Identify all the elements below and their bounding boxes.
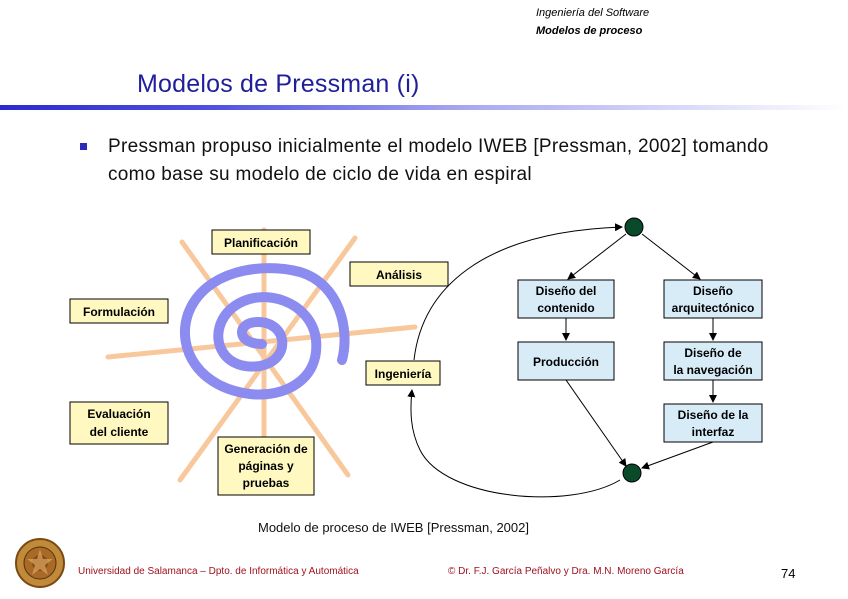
label-evaluacion-2: del cliente	[90, 425, 149, 439]
box-evaluacion: Evaluación del cliente	[70, 402, 168, 444]
box-diseno-contenido: Diseño del contenido	[518, 280, 614, 318]
box-diseno-arquitectonico: Diseño arquitectónico	[664, 280, 762, 318]
footer-university: Universidad de Salamanca – Dpto. de Info…	[78, 566, 359, 577]
diagram-caption: Modelo de proceso de IWEB [Pressman, 200…	[258, 520, 529, 535]
label-navegacion-2: la navegación	[673, 363, 752, 377]
label-interfaz-2: interfaz	[692, 425, 735, 439]
box-analisis: Análisis	[350, 262, 448, 286]
box-ingenieria: Ingeniería	[366, 361, 440, 385]
box-produccion: Producción	[518, 342, 614, 380]
header-section: Modelos de proceso	[536, 25, 658, 37]
arc-back-to-ingenieria	[411, 390, 620, 497]
label-generacion-2: páginas y	[238, 459, 294, 473]
label-navegacion-1: Diseño de	[684, 346, 742, 360]
label-arquitectonico-1: Diseño	[693, 284, 733, 298]
box-generacion: Generación de páginas y pruebas	[218, 437, 314, 495]
label-ingenieria: Ingeniería	[375, 367, 432, 381]
box-diseno-navegacion: Diseño de la navegación	[664, 342, 762, 380]
label-analisis: Análisis	[376, 268, 422, 282]
bullet-text: Pressman propuso inicialmente el modelo …	[108, 133, 808, 189]
slide-title: Modelos de Pressman (i)	[137, 70, 419, 99]
iweb-process-diagram: Planificación Análisis Formulación Evalu…	[0, 210, 848, 510]
title-underline	[0, 105, 848, 110]
label-generacion-3: pruebas	[243, 476, 290, 490]
label-evaluacion-1: Evaluación	[87, 407, 150, 421]
label-interfaz-1: Diseño de la	[678, 408, 749, 422]
label-contenido-1: Diseño del	[536, 284, 597, 298]
footer-authors: © Dr. F.J. García Peñalvo y Dra. M.N. Mo…	[448, 566, 684, 577]
box-formulacion: Formulación	[70, 299, 168, 323]
page-number: 74	[781, 566, 795, 581]
box-diseno-interfaz: Diseño de la interfaz	[664, 404, 762, 442]
label-formulacion: Formulación	[83, 305, 155, 319]
label-contenido-2: contenido	[537, 301, 594, 315]
bullet-square-icon	[80, 143, 87, 150]
university-seal-icon	[14, 537, 66, 589]
box-planificacion: Planificación	[212, 230, 310, 254]
label-generacion-1: Generación de	[224, 442, 308, 456]
label-arquitectonico-2: arquitectónico	[672, 301, 755, 315]
label-planificacion: Planificación	[224, 236, 298, 250]
header-course: Ingeniería del Software	[536, 7, 658, 19]
label-produccion: Producción	[533, 355, 599, 369]
bottom-node	[623, 464, 641, 482]
top-node	[625, 218, 643, 236]
